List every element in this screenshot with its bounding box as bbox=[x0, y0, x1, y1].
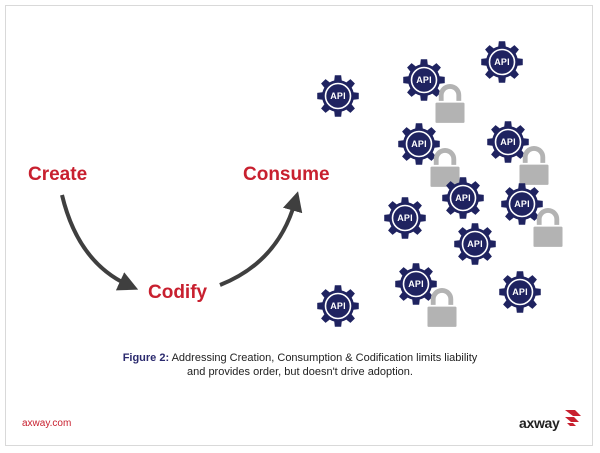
gear-icon bbox=[395, 263, 437, 305]
stage-consume-label: Consume bbox=[243, 164, 330, 185]
gear-icon bbox=[442, 177, 484, 219]
gear-icon bbox=[384, 197, 426, 239]
arrow-create-to-codify bbox=[60, 194, 139, 291]
api-gear-label: API bbox=[330, 91, 346, 101]
gear-icon bbox=[317, 285, 359, 327]
stage-codify-label: Codify bbox=[148, 282, 208, 303]
padlock-icon bbox=[531, 208, 565, 249]
gear-icon bbox=[317, 75, 359, 117]
api-gear-label: API bbox=[408, 279, 424, 289]
gear-icon bbox=[403, 59, 445, 101]
gear-icon bbox=[481, 41, 523, 83]
gear-icon bbox=[454, 223, 496, 265]
gear-icon bbox=[499, 271, 541, 313]
caption-figure-number: Figure 2: bbox=[122, 352, 170, 364]
padlock-icon bbox=[425, 288, 459, 329]
api-gear-label: API bbox=[397, 213, 413, 223]
api-gear: API bbox=[383, 196, 427, 240]
api-gear-label: API bbox=[467, 239, 483, 249]
api-gear-label: API bbox=[500, 137, 516, 147]
api-gear-locked: API bbox=[402, 58, 467, 125]
api-gear-locked: API bbox=[397, 122, 462, 189]
arrow-codify-to-consume bbox=[219, 191, 303, 287]
figure-caption: Figure 2: Addressing Creation, Consumpti… bbox=[0, 351, 600, 379]
gear-icon bbox=[398, 123, 440, 165]
api-gear: API bbox=[441, 176, 485, 220]
brand-mark-icon bbox=[565, 410, 581, 426]
slide-frame bbox=[5, 5, 593, 446]
api-gear: API bbox=[453, 222, 497, 266]
padlock-icon bbox=[428, 148, 462, 189]
padlock-icon bbox=[517, 146, 551, 187]
caption-line-2: and provides order, but doesn't drive ad… bbox=[187, 366, 413, 378]
api-gear-label: API bbox=[455, 193, 471, 203]
stage-create-label: Create bbox=[28, 164, 88, 185]
footer-url-link[interactable]: axway.com bbox=[22, 418, 72, 429]
api-gear-label: API bbox=[330, 301, 346, 311]
api-gear-locked: API bbox=[394, 262, 459, 329]
api-gear-locked: API bbox=[486, 120, 551, 187]
gear-icon bbox=[501, 183, 543, 225]
api-gear-label: API bbox=[416, 75, 432, 85]
api-gear-label: API bbox=[514, 199, 530, 209]
brand-wordmark: axway bbox=[519, 415, 560, 431]
api-gear: API bbox=[316, 284, 360, 328]
api-gear: API bbox=[480, 40, 524, 84]
gear-icon bbox=[487, 121, 529, 163]
api-gear: API bbox=[316, 74, 360, 118]
api-gear: API bbox=[498, 270, 542, 314]
brand-logo: axway bbox=[519, 408, 583, 431]
api-gear-label: API bbox=[512, 287, 528, 297]
api-gear-label: API bbox=[494, 57, 510, 67]
padlock-icon bbox=[433, 84, 467, 125]
api-gear-label: API bbox=[411, 139, 427, 149]
api-gear-locked: API bbox=[500, 182, 565, 249]
caption-line-1: Addressing Creation, Consumption & Codif… bbox=[171, 352, 478, 364]
